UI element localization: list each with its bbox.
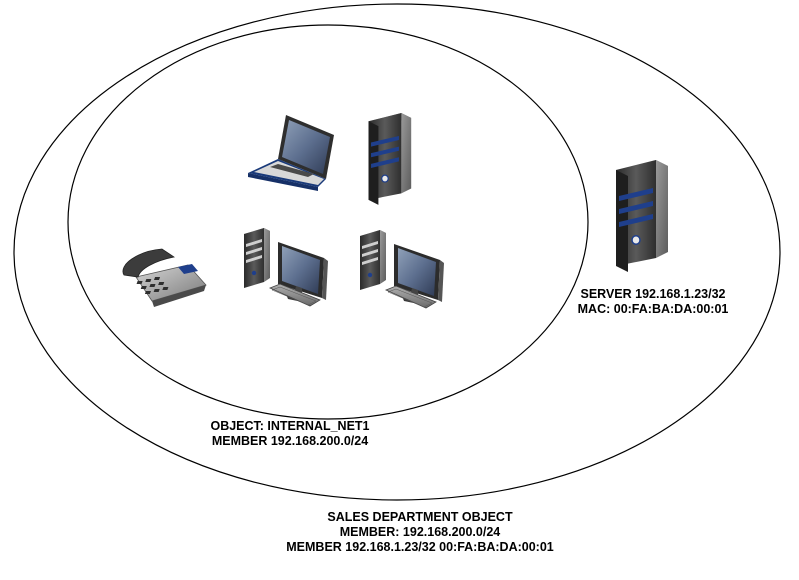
laptop-icon (248, 115, 334, 191)
sales-department-member-host: MEMBER 192.168.1.23/32 00:FA:BA:DA:00:01 (286, 540, 554, 554)
internal-net1-boundary (67, 24, 589, 420)
server-label: SERVER 192.168.1.23/32 MAC: 00:FA:BA:DA:… (553, 287, 753, 317)
server-mac: MAC: 00:FA:BA:DA:00:01 (577, 302, 729, 316)
internal-net1-label: OBJECT: INTERNAL_NET1 MEMBER 192.168.200… (180, 419, 400, 449)
server-icon (615, 159, 669, 273)
sales-department-member-network: MEMBER: 192.168.200.0/24 (339, 525, 501, 539)
internal-net1-name: OBJECT: INTERNAL_NET1 (210, 419, 370, 433)
sales-department-name: SALES DEPARTMENT OBJECT (327, 510, 513, 524)
sales-department-label: SALES DEPARTMENT OBJECT MEMBER: 192.168.… (250, 510, 590, 555)
ip-phone-icon (122, 248, 207, 307)
desktop-computer-icon (360, 230, 444, 308)
server-address: SERVER 192.168.1.23/32 (580, 287, 726, 301)
sales-department-boundary (13, 3, 781, 501)
internal-net1-member: MEMBER 192.168.200.0/24 (211, 434, 369, 448)
server-icon (367, 112, 412, 206)
desktop-computer-icon (244, 228, 328, 306)
